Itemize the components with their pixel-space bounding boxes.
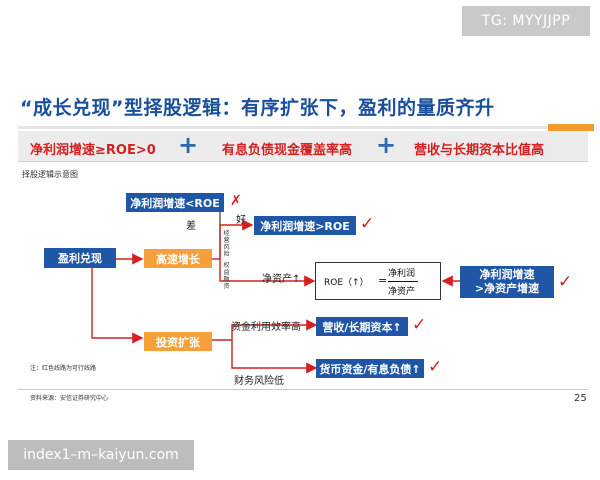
roe-formula-denominator: 净资产 (388, 287, 416, 297)
slide-title: “成长兑现”型择股逻辑：有序扩张下，盈利的量质齐升 (20, 97, 495, 119)
formula-item-growth: 净利润增速≥ROE>0 (30, 143, 156, 158)
check-icon: ✓ (428, 357, 443, 377)
diagram-note: 注：红色线路为可行线路 (30, 365, 97, 372)
label-good: 好 (236, 215, 246, 226)
footer-divider (18, 389, 588, 390)
roe-formula-equals: = (378, 274, 388, 287)
node-growth-vs-assets: 净利润增速 >净资产增速 (460, 266, 554, 298)
roe-fraction-bar (388, 281, 418, 282)
page-number: 25 (574, 393, 587, 404)
title-accent-bar (548, 124, 594, 131)
node-growth-lt-roe: 净利润增速<ROE (126, 193, 224, 212)
node-high-growth: 高速增长 (144, 249, 212, 268)
formula-band (18, 131, 588, 162)
node-invest-expand: 投资扩张 (144, 332, 212, 351)
diagram-caption: 择股逻辑示意图 (22, 170, 78, 179)
link-trunk-to-growth-gt-roe (219, 219, 254, 259)
link-trunk-to-cash-debt (231, 340, 318, 374)
roe-formula-lhs: ROE（↑） (324, 278, 369, 288)
label-capital-efficiency: 资金利用效率高 (231, 322, 301, 333)
watermark-bottom: index1–m–kaiyun.com (8, 440, 194, 470)
node-growth-vs-assets-line2: >净资产增速 (474, 282, 540, 295)
node-growth-gt-roe: 净利润增速>ROE (254, 216, 356, 235)
link-trunk-to-revenue-capital (231, 319, 318, 340)
watermark-top: TG: MYYJJPP (462, 6, 590, 36)
check-icon: ✓ (360, 214, 375, 234)
cross-icon: ✗ (230, 193, 242, 209)
label-net-assets-up: 净资产↑ (262, 274, 301, 285)
node-revenue-capital: 营收/长期资本↑ (316, 317, 408, 336)
roe-formula-numerator: 净利润 (388, 269, 416, 279)
node-growth-vs-assets-line1: 净利润增速 (479, 268, 535, 281)
check-icon: ✓ (558, 272, 573, 292)
node-cash-debt: 货币资金/有息负债↑ (316, 359, 424, 378)
formula-item-revenue-capital: 营收与长期资本比值高 (414, 143, 545, 158)
link-profit-to-invest (91, 268, 144, 344)
title-underline (18, 126, 588, 129)
source-note: 资料来源：安信证券研究中心 (30, 395, 109, 402)
label-bad: 差 (186, 221, 196, 232)
formula-item-debt-coverage: 有息负债现金覆盖率高 (222, 143, 353, 158)
roe-formula-box (315, 262, 441, 300)
check-icon: ✓ (412, 315, 427, 335)
plus-icon: + (178, 131, 199, 159)
node-profit-realization: 盈利兑现 (44, 248, 116, 268)
link-trunk-to-roe (219, 259, 316, 287)
label-financial-risk: 财务风险低 (234, 376, 284, 387)
label-equity-financing: 权益融资 (223, 262, 230, 290)
plus-icon: + (376, 131, 397, 159)
label-operating-risk: 经营风险 (223, 230, 230, 258)
